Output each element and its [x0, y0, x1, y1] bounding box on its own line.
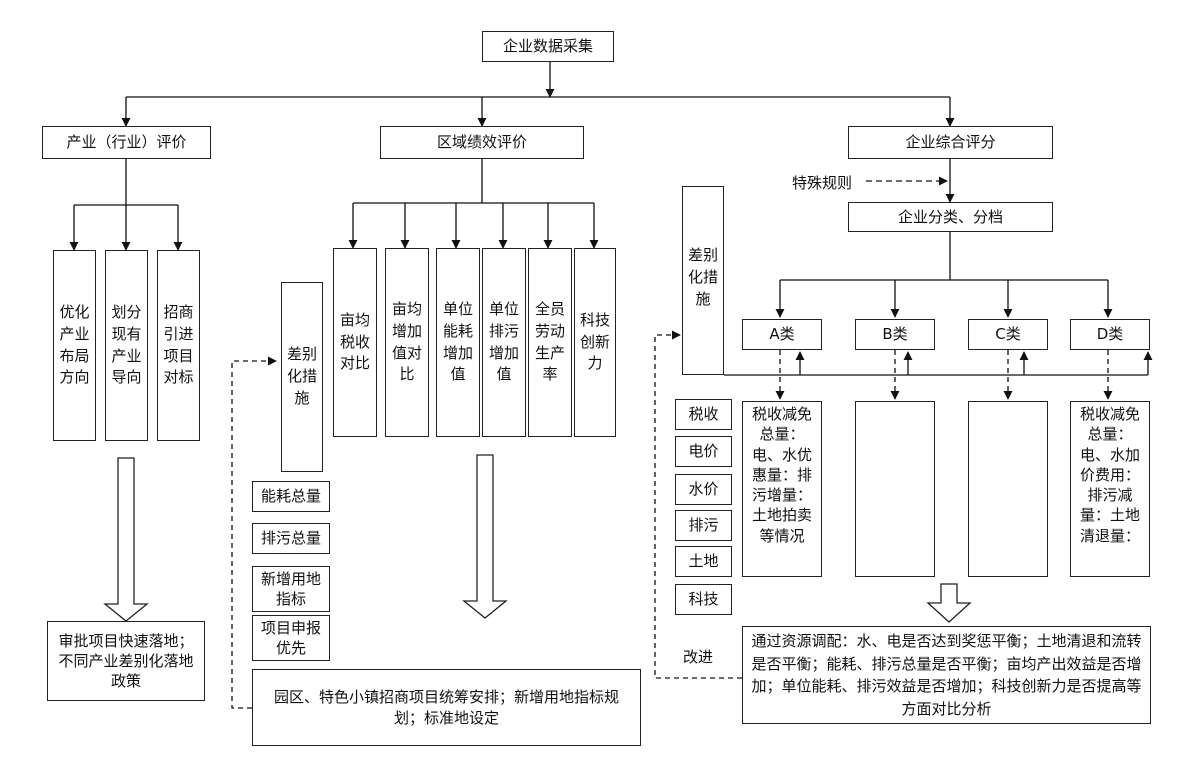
- region-item-pollution: 单位排污增加值: [482, 248, 526, 437]
- region-result: 园区、特色小镇招商项目统筹安排；新增用地指标规划；标准地设定: [252, 669, 641, 746]
- side-item-land: 土地: [675, 546, 732, 577]
- industry-item-layout: 优化产业布局方向: [53, 250, 96, 441]
- region-measure-land: 新增用地指标: [252, 566, 330, 612]
- category-a: A类: [742, 319, 822, 350]
- region-measure-pollution: 排污总量: [252, 523, 330, 554]
- region-measure-energy: 能耗总量: [252, 481, 330, 512]
- category-c: C类: [968, 319, 1048, 350]
- category-a-detail: 税收减免总量：电、水优惠量：排污增量：土地拍卖等情况: [742, 401, 822, 577]
- special-rule-label: 特殊规则: [792, 174, 853, 192]
- improve-label: 改进: [683, 648, 714, 666]
- root-node: 企业数据采集: [482, 31, 614, 62]
- category-d: D类: [1070, 319, 1150, 350]
- region-item-energy: 单位能耗增加值: [436, 248, 480, 437]
- industry-item-guidance: 划分现有产业导向: [105, 250, 148, 441]
- category-b: B类: [855, 319, 935, 350]
- enterprise-eval-node: 企业综合评分: [848, 126, 1053, 159]
- side-item-pollution: 排污: [675, 510, 732, 541]
- region-eval-node: 区域绩效评价: [380, 126, 584, 159]
- side-item-electricity: 电价: [675, 436, 732, 467]
- category-d-detail: 税收减免总量：电、水加价费用：排污减量：土地清退量：: [1070, 401, 1150, 577]
- category-b-detail: [855, 401, 935, 577]
- region-item-tax: 亩均税收对比: [333, 248, 377, 437]
- industry-item-investment: 招商引进项目对标: [157, 250, 200, 441]
- region-item-productivity: 全员劳动生产率: [528, 248, 572, 437]
- classify-node: 企业分类、分档: [848, 202, 1053, 232]
- region-item-innovation: 科技创新力: [574, 248, 616, 437]
- enterprise-measures-node: 差别化措施: [682, 186, 724, 375]
- side-item-water: 水价: [675, 474, 732, 505]
- region-item-added-value: 亩均增加值对比: [385, 248, 429, 437]
- region-measures-node: 差别化措施: [281, 282, 323, 472]
- category-c-detail: [968, 401, 1048, 577]
- enterprise-result: 通过资源调配：水、电是否达到奖惩平衡；土地清退和流转是否平衡；能耗、排污总量是否…: [742, 626, 1151, 724]
- side-item-tax: 税收: [675, 399, 732, 430]
- region-measure-priority: 项目申报优先: [252, 615, 330, 661]
- industry-eval-node: 产业（行业）评价: [42, 126, 211, 159]
- industry-result: 审批项目快速落地；不同产业差别化落地政策: [47, 621, 205, 701]
- side-item-tech: 科技: [675, 584, 732, 615]
